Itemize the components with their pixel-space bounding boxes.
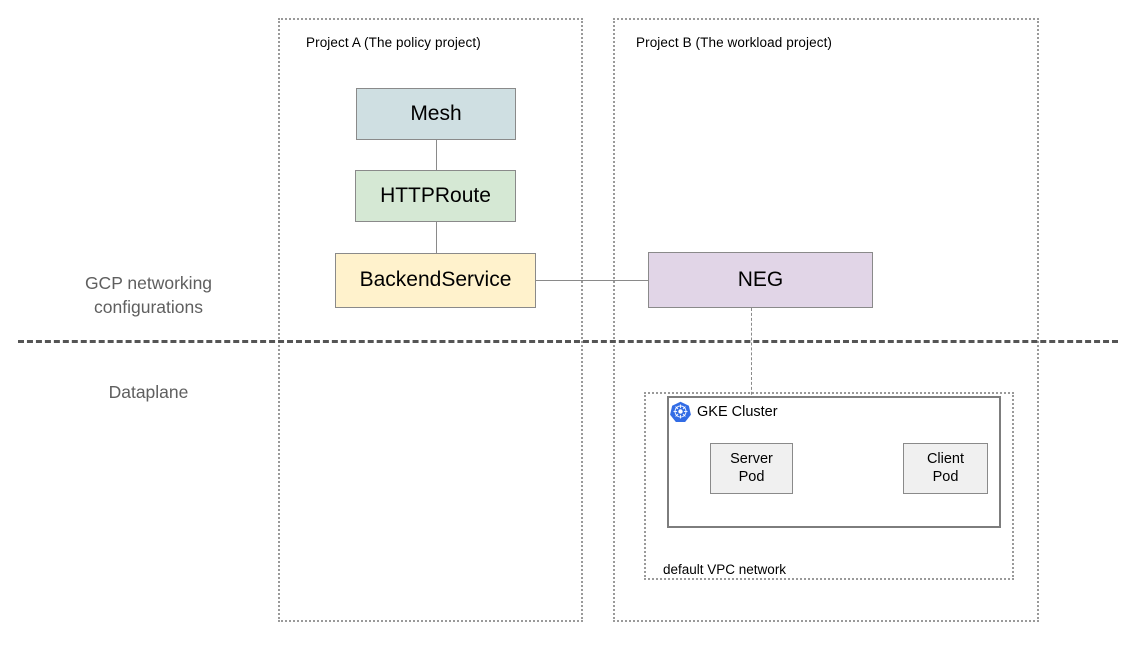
node-neg-label: NEG xyxy=(737,267,784,291)
node-server-pod-line1: Server xyxy=(730,451,773,468)
node-server-pod[interactable]: Server Pod xyxy=(710,443,793,494)
gke-cluster-title: GKE Cluster xyxy=(697,403,778,420)
project-b-container xyxy=(613,18,1039,622)
edge-neg-to-server-pod xyxy=(751,308,752,444)
layer-label-gcp-networking-line1: GCP networking xyxy=(84,273,213,293)
node-client-pod-line1: Client xyxy=(926,451,965,468)
node-backendservice-label: BackendService xyxy=(359,268,512,292)
node-mesh-label: Mesh xyxy=(410,101,462,125)
project-a-container xyxy=(278,18,583,622)
node-client-pod[interactable]: Client Pod xyxy=(903,443,988,494)
node-client-pod-line2: Pod xyxy=(932,468,959,485)
node-httproute[interactable]: HTTPRoute xyxy=(355,170,516,222)
layer-label-gcp-networking: GCP networking configurations xyxy=(36,272,261,319)
edge-mesh-to-httproute xyxy=(436,140,437,171)
layer-label-dataplane: Dataplane xyxy=(36,381,261,405)
edge-backendservice-to-neg xyxy=(536,280,649,281)
default-vpc-container xyxy=(644,392,1014,580)
project-a-label: Project A (The policy project) xyxy=(306,35,481,50)
layer-label-dataplane-text: Dataplane xyxy=(108,382,189,402)
node-backendservice[interactable]: BackendService xyxy=(335,253,536,308)
project-b-label: Project B (The workload project) xyxy=(636,35,833,50)
node-mesh[interactable]: Mesh xyxy=(356,88,516,140)
layer-divider xyxy=(18,340,1118,343)
gke-cluster-header: GKE Cluster xyxy=(670,401,778,422)
edge-httproute-to-backendservice xyxy=(436,222,437,254)
node-httproute-label: HTTPRoute xyxy=(380,183,491,207)
node-neg[interactable]: NEG xyxy=(648,252,873,308)
layer-label-gcp-networking-line2: configurations xyxy=(94,296,203,317)
node-server-pod-line2: Pod xyxy=(738,468,765,485)
kubernetes-icon xyxy=(670,401,691,422)
default-vpc-label: default VPC network xyxy=(663,562,787,577)
